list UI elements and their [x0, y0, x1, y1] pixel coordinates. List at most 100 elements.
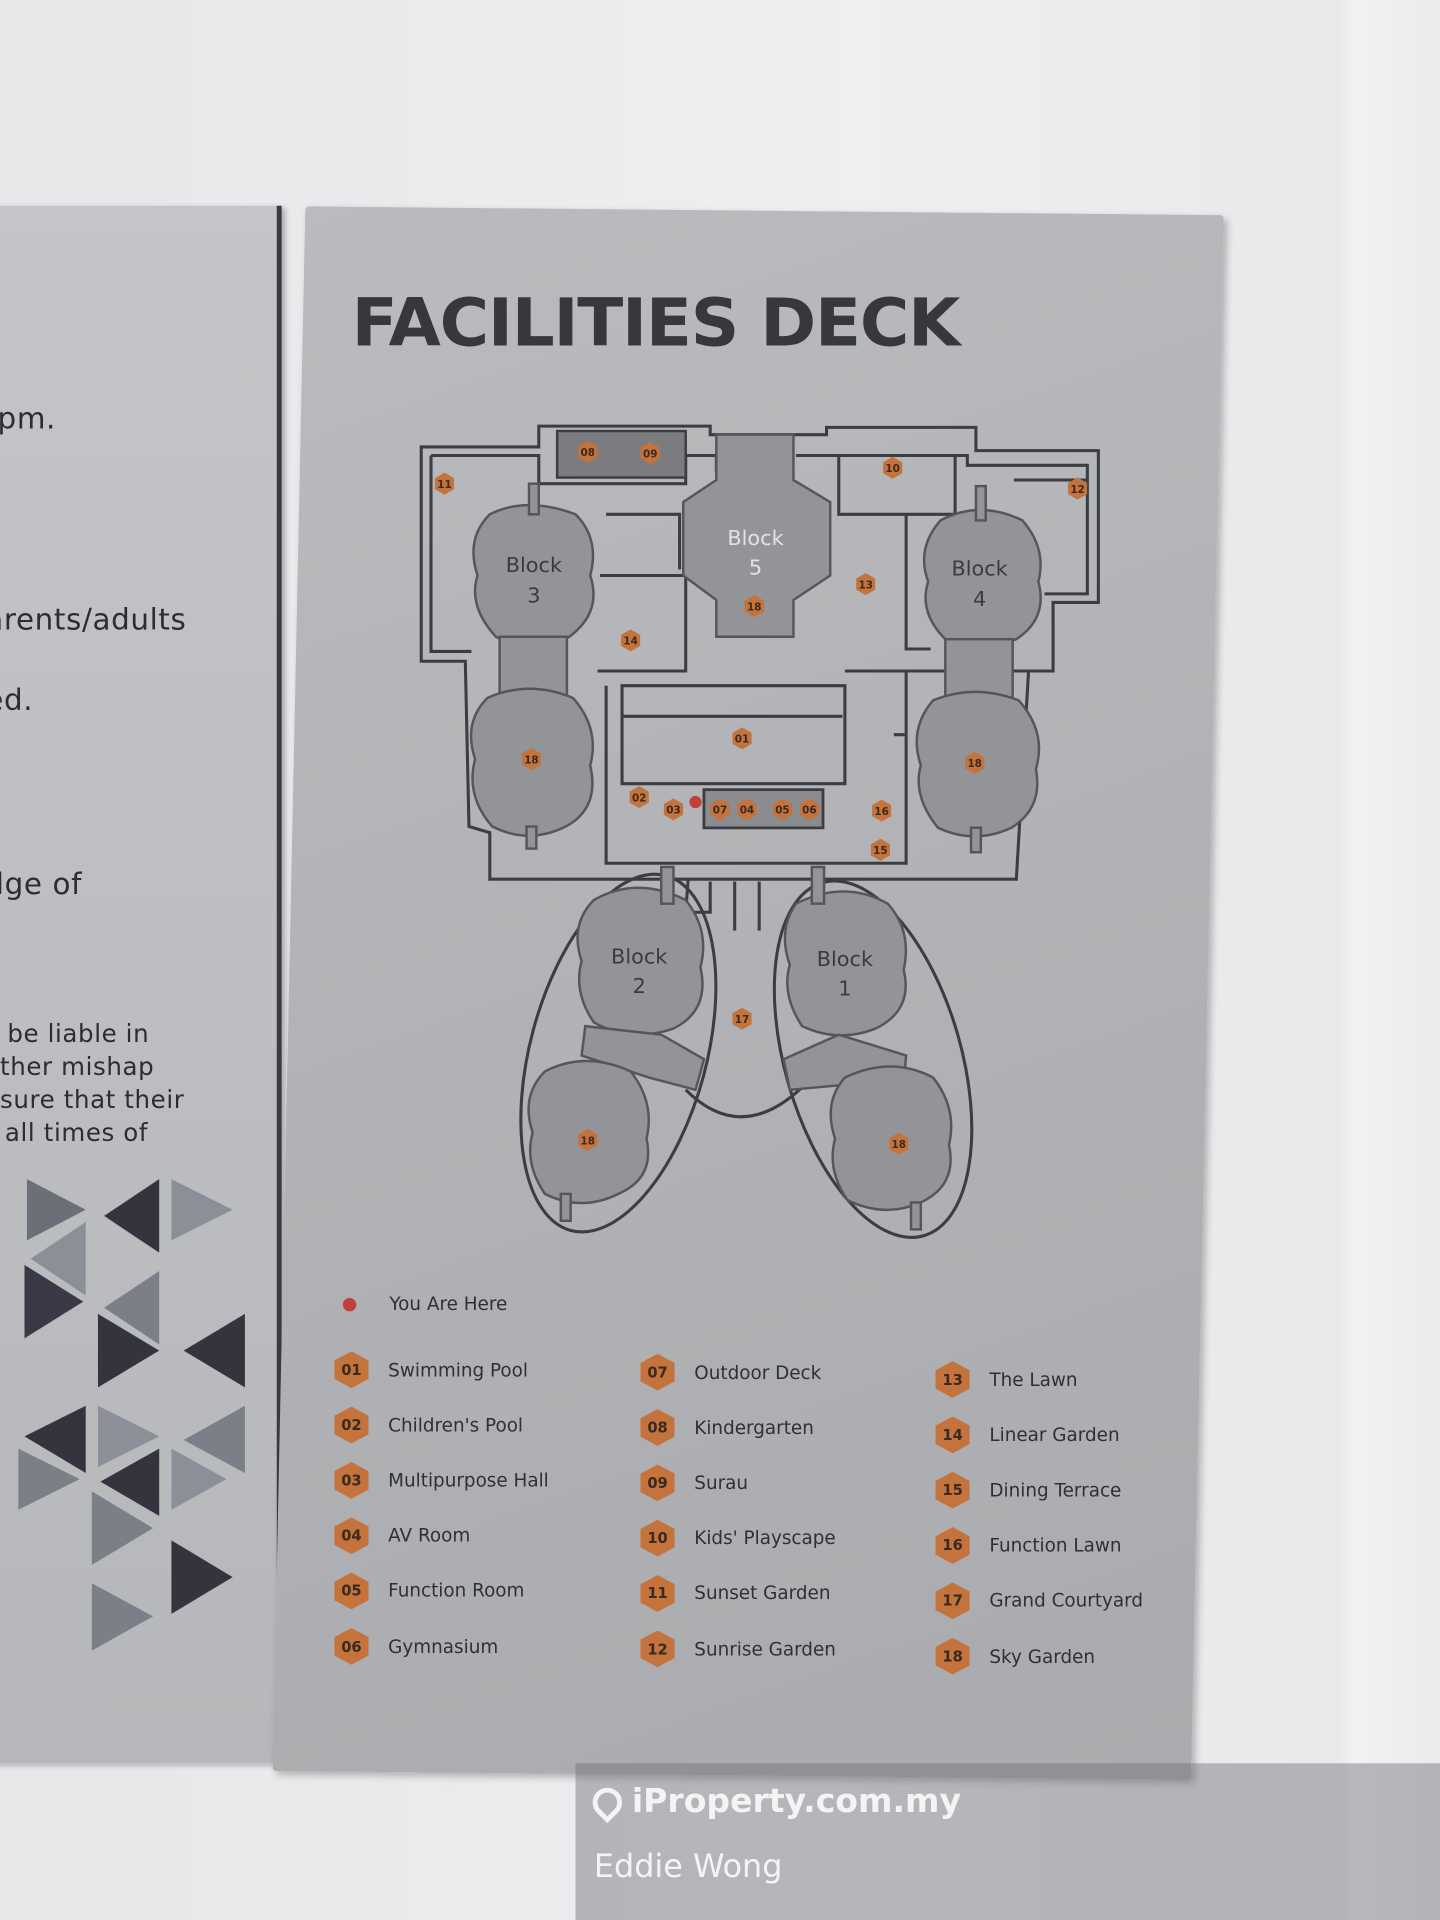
map-marker-code: 18	[892, 1139, 906, 1151]
watermark-logo: iProperty.com.my	[586, 1781, 962, 1823]
map-marker-code: 15	[873, 845, 887, 857]
hexagon-marker-icon	[1068, 477, 1088, 500]
legend-label: Multipurpose Hall	[388, 1469, 549, 1492]
hexagon-marker-icon	[578, 440, 598, 463]
legend-label: Linear Garden	[989, 1423, 1120, 1446]
map-marker: 08	[578, 440, 598, 463]
hexagon-marker-icon	[889, 1132, 909, 1155]
map-marker-code: 09	[643, 448, 657, 460]
hexagon-marker-icon	[799, 798, 819, 821]
map-marker-code: 18	[581, 1135, 595, 1147]
red-dot-icon	[342, 1297, 357, 1311]
hexagon-marker-icon	[621, 629, 641, 652]
map-marker-code: 14	[623, 636, 637, 648]
hexagon-marker-icon: 15	[935, 1471, 970, 1509]
legend-label: Kindergarten	[694, 1416, 814, 1439]
block-1-label: Block	[817, 947, 873, 971]
legend-label: AV Room	[388, 1524, 471, 1547]
hexagon-marker-icon: 10	[640, 1519, 675, 1557]
map-marker-code: 18	[524, 754, 538, 766]
map-marker-code: 18	[747, 601, 761, 613]
block-4-number: 4	[973, 587, 986, 611]
map-marker: 18	[521, 748, 541, 771]
map-marker-code: 07	[713, 805, 727, 817]
hexagon-marker-icon: 02	[334, 1406, 369, 1444]
map-marker-code: 08	[581, 447, 595, 459]
legend-item: 15 Dining Terrace	[935, 1463, 1144, 1518]
legend-label: Dining Terrace	[989, 1479, 1122, 1502]
map-marker: 04	[737, 798, 757, 821]
watermark-band	[575, 1763, 1440, 1920]
block-5-number: 5	[749, 555, 762, 579]
legend-label: Sunset Garden	[694, 1582, 831, 1605]
triangle-pattern	[18, 1179, 245, 1651]
map-marker-code: 01	[735, 734, 749, 746]
hexagon-marker-icon: 11	[640, 1575, 675, 1612]
hexagon-marker-icon: 08	[640, 1409, 675, 1446]
hexagon-marker-icon	[732, 1007, 752, 1030]
map-marker: 02	[629, 786, 649, 809]
hexagon-marker-icon	[578, 1128, 598, 1152]
legend-item: 11 Sunset Garden	[640, 1566, 836, 1621]
map-marker-code: 04	[740, 805, 754, 817]
map-marker-code: 16	[874, 806, 888, 818]
rules-text-line: sure that their	[0, 1084, 185, 1115]
map-marker: 18	[744, 595, 764, 618]
hexagon-marker-icon: 06	[334, 1627, 369, 1665]
hexagon-marker-icon: 01	[334, 1351, 369, 1389]
legend-item: 08 Kindergarten	[640, 1400, 836, 1455]
map-marker: 18	[578, 1128, 598, 1152]
block-4-label: Block	[951, 557, 1007, 581]
legend-label: Function Lawn	[989, 1534, 1122, 1557]
legend-item: 14 Linear Garden	[935, 1407, 1144, 1462]
hexagon-marker-icon	[744, 595, 764, 618]
map-marker-code: 17	[735, 1014, 749, 1026]
map-marker: 12	[1068, 477, 1088, 500]
map-marker: 13	[856, 573, 876, 596]
hexagon-marker-icon	[772, 798, 792, 821]
block-2-number: 2	[633, 974, 646, 998]
hexagon-marker-icon: 18	[935, 1637, 970, 1675]
hexagon-marker-icon: 05	[334, 1572, 369, 1610]
map-marker: 10	[883, 456, 903, 479]
map-marker: 16	[872, 799, 892, 822]
legend-label: Grand Courtyard	[989, 1589, 1144, 1612]
legend-label: Outdoor Deck	[694, 1361, 822, 1384]
legend-item: 07 Outdoor Deck	[640, 1344, 836, 1399]
legend-item: 02 Children's Pool	[334, 1397, 549, 1452]
block-3-number: 3	[527, 583, 540, 607]
map-marker: 05	[772, 798, 792, 821]
you-are-here-legend: You Are Here	[342, 1293, 508, 1316]
legend-label: Kids' Playscape	[694, 1527, 836, 1550]
hexagon-marker-icon	[872, 799, 892, 822]
rules-text-line: arents/adults	[0, 602, 187, 637]
legend-item: 10 Kids' Playscape	[640, 1510, 836, 1565]
kindergarten-surau-building	[555, 429, 687, 479]
hexagon-marker-icon	[629, 786, 649, 809]
you-are-here-label: You Are Here	[389, 1293, 508, 1316]
legend-label: Children's Pool	[388, 1414, 524, 1437]
hexagon-marker-icon: 14	[935, 1416, 970, 1454]
map-marker-code: 11	[437, 479, 451, 491]
legend-label: The Lawn	[989, 1368, 1078, 1391]
rules-text-line: ed.	[0, 683, 34, 718]
legend-label: Gymnasium	[388, 1635, 499, 1658]
legend-item: 06 Gymnasium	[334, 1619, 549, 1674]
hexagon-marker-icon	[965, 751, 985, 774]
hexagon-marker-icon: 07	[640, 1353, 675, 1391]
legend-label: Sunrise Garden	[694, 1637, 836, 1660]
watermark-site: iProperty.com.my	[631, 1782, 962, 1821]
rules-text-line: dge of	[0, 866, 83, 902]
block-2-label: Block	[611, 945, 667, 969]
hexagon-marker-icon	[710, 798, 730, 821]
map-marker: 03	[663, 798, 684, 821]
